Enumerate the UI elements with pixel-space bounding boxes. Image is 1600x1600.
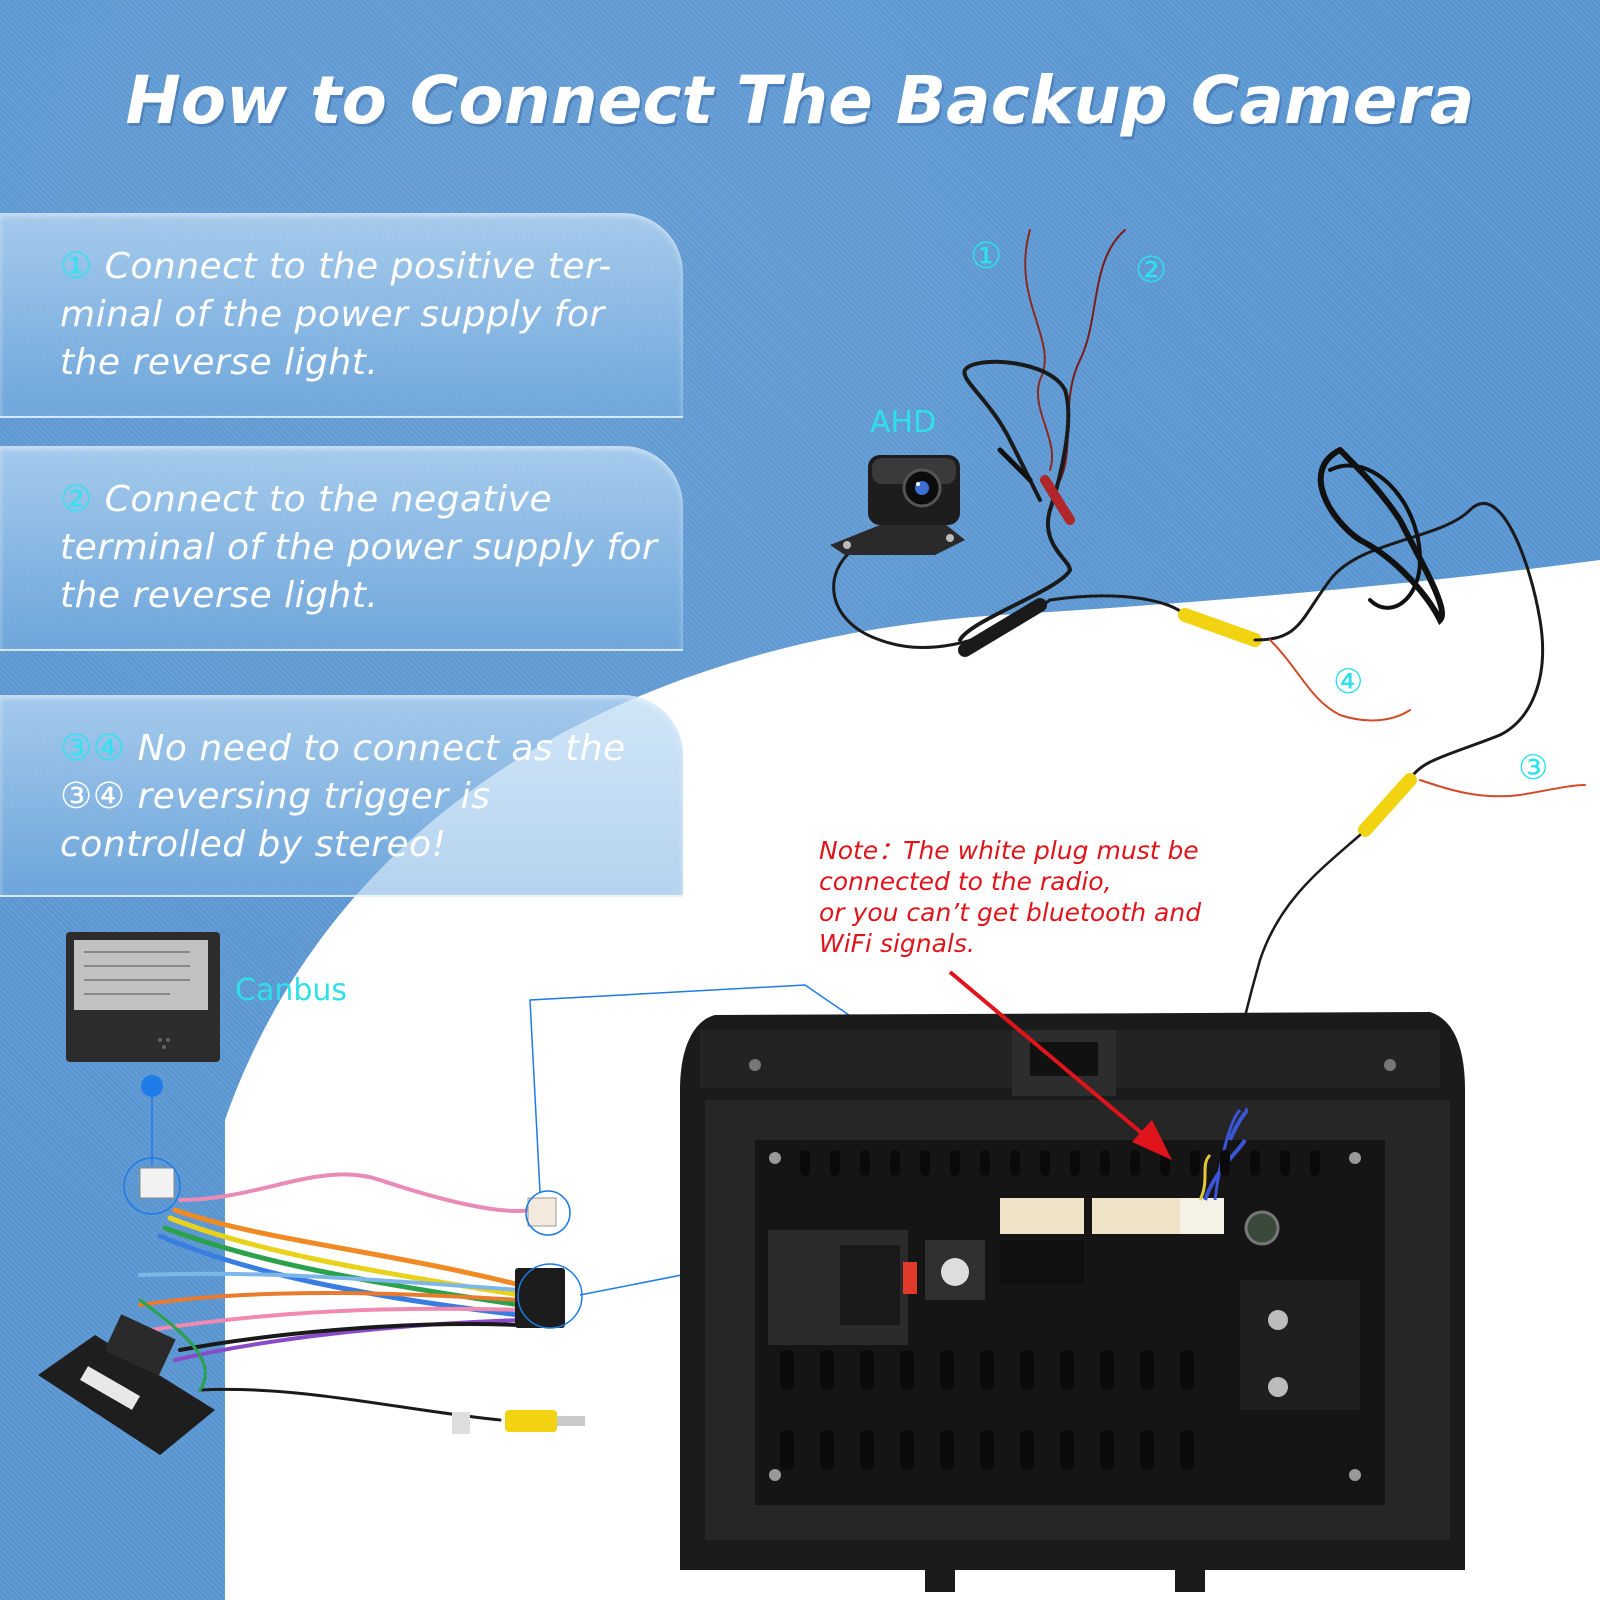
radio-unit <box>680 1012 1465 1592</box>
page-title: How to Connect The Backup Camera <box>125 62 1475 139</box>
camera-wires <box>832 229 1586 1172</box>
instruction-card-1: ① Connect to the positive ter-minal of t… <box>0 213 683 418</box>
card-2-text: Connect to the negative terminal of the … <box>60 479 658 616</box>
wire-3-label: ③ <box>1518 748 1549 788</box>
white-plug-note: Note：The white plug must be connected to… <box>819 835 1219 959</box>
rca-video-plug <box>452 1410 585 1434</box>
canbus-label: Canbus <box>235 973 348 1008</box>
wire-4-label: ④ <box>1333 662 1364 702</box>
harness-main-connector <box>515 1268 565 1328</box>
ahd-camera <box>830 455 965 555</box>
instruction-card-3: ③④ No need to connect as the ③④ reversin… <box>0 695 683 897</box>
card-3-marker: ③④ <box>60 728 126 769</box>
wire-1-label: ① <box>970 236 1003 277</box>
card-1-text: Connect to the positive ter-minal of the… <box>60 246 612 383</box>
card-2-marker: ② <box>60 479 93 520</box>
red-arrow <box>948 970 1172 1160</box>
card-3-text: No need to connect as the ③④ reversing t… <box>60 728 626 865</box>
note-line-2: connected to the radio, <box>819 867 1112 896</box>
note-line-1: Note：The white plug must be <box>819 836 1199 865</box>
canbus-box <box>66 932 220 1062</box>
canbus-decoder-module <box>38 1314 215 1455</box>
note-line-3: or you can’t get bluetooth and <box>819 898 1202 927</box>
instruction-card-2: ② Connect to the negative terminal of th… <box>0 446 683 651</box>
wire-2-label: ② <box>1135 250 1168 291</box>
card-1-marker: ① <box>60 246 93 287</box>
ahd-label: AHD <box>870 405 937 440</box>
callout-dot-canbus <box>141 1075 163 1097</box>
wiring-harness <box>138 1172 532 1422</box>
harness-white-plug <box>139 1167 175 1199</box>
harness-small-plug <box>527 1197 557 1227</box>
note-line-4: WiFi signals. <box>819 929 975 958</box>
